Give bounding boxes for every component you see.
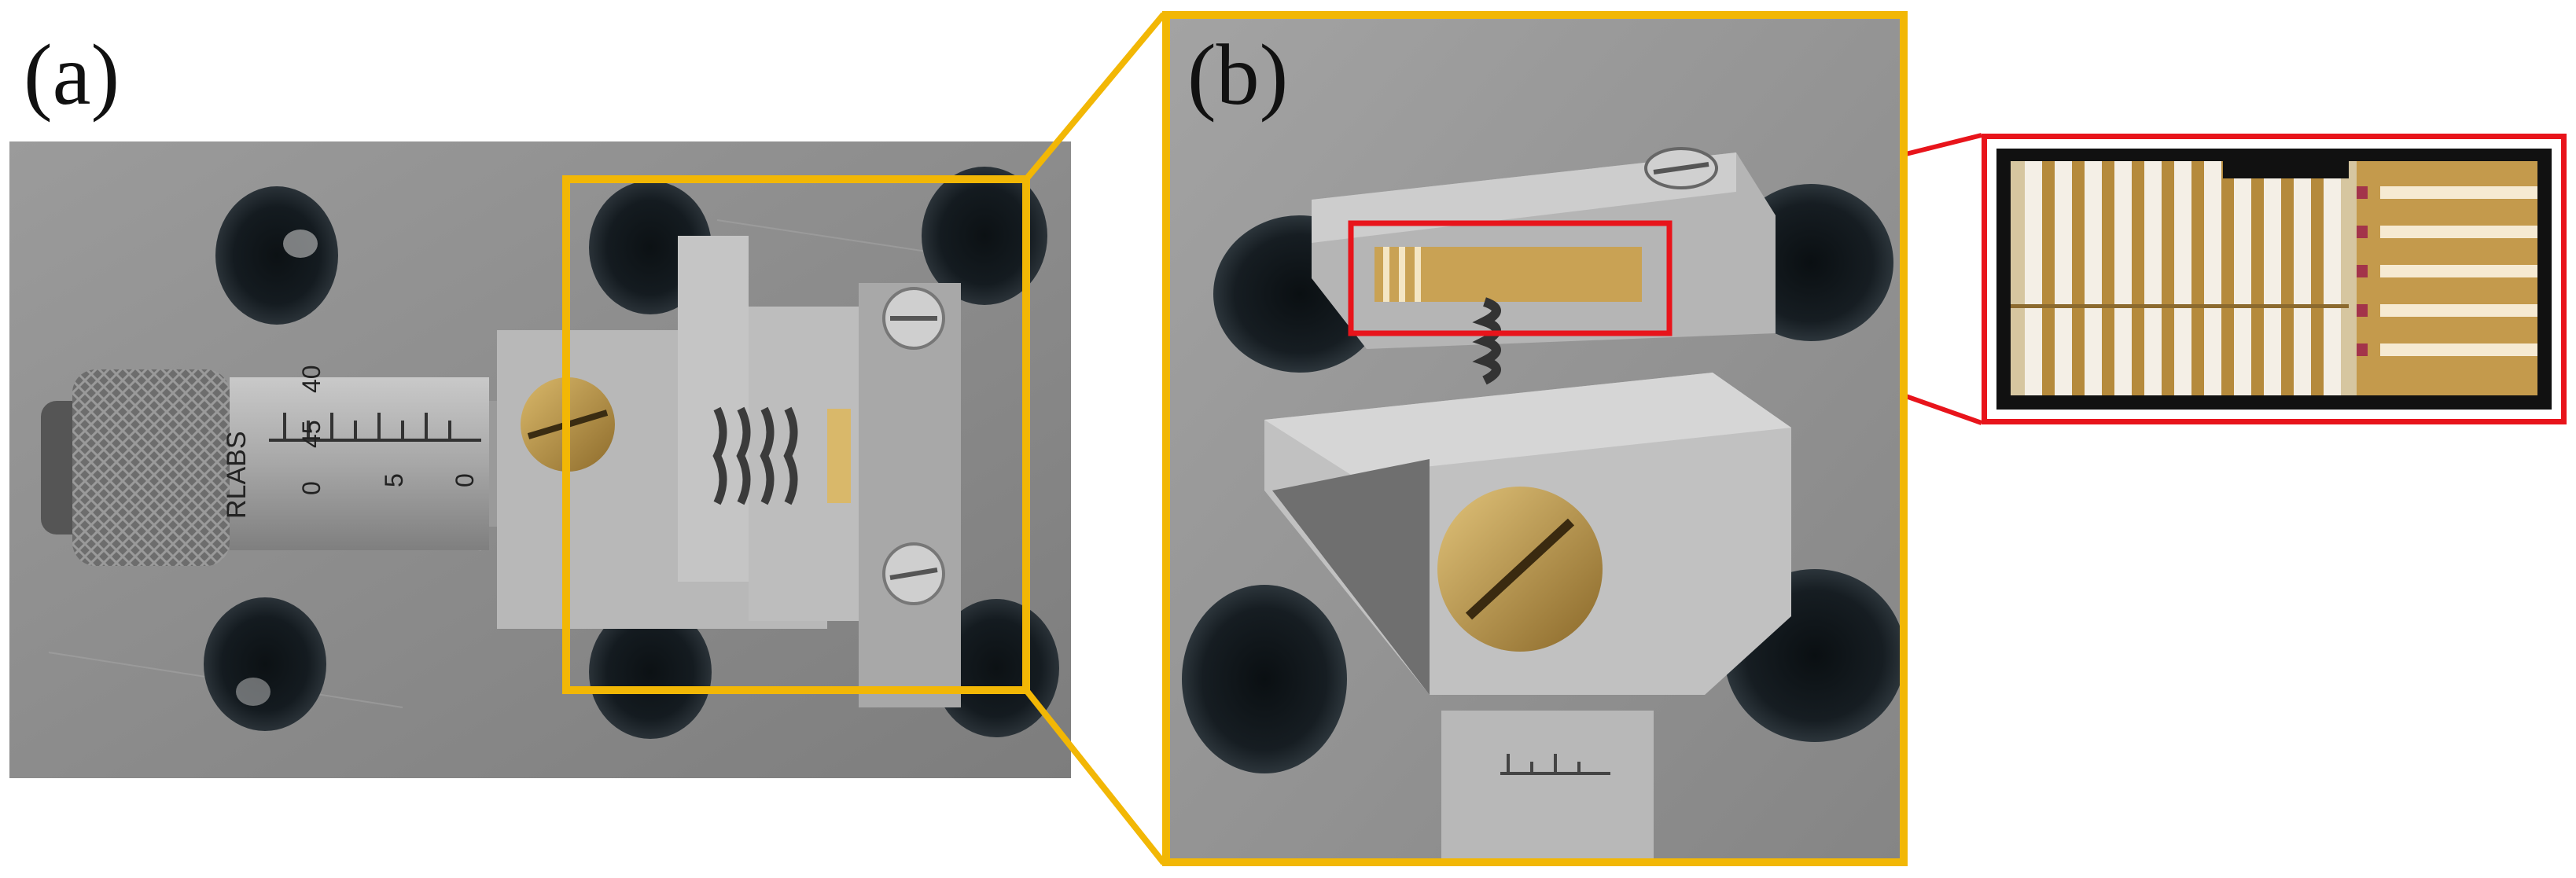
- micrometer-brand: RLABS: [222, 432, 252, 520]
- plate-holes: [204, 167, 1059, 739]
- panel-a-label: (a): [24, 27, 120, 123]
- electrode-array-photo: [1996, 149, 2552, 410]
- micrometer-sleeve-0: 0: [451, 473, 479, 487]
- zoom-box-a: [562, 175, 1030, 694]
- micrometer-scale-45: 45: [297, 420, 326, 448]
- micrometer-scale-40: 40: [297, 365, 326, 393]
- electrode-inset: [1982, 134, 2567, 424]
- panel-a-photo: RLABS 40 45 0 5 0: [9, 141, 1071, 778]
- stage-closeup-photo: [1170, 19, 1900, 858]
- micrometer-sleeve-5: 5: [380, 473, 408, 487]
- panel-b-label: (b): [1187, 27, 1289, 123]
- micrometer-scale-0: 0: [297, 481, 326, 495]
- micrometer-stage-photo: RLABS 40 45 0 5 0: [9, 141, 1071, 778]
- zoom-box-b: [1348, 220, 1673, 336]
- panel-b-photo: [1162, 11, 1908, 866]
